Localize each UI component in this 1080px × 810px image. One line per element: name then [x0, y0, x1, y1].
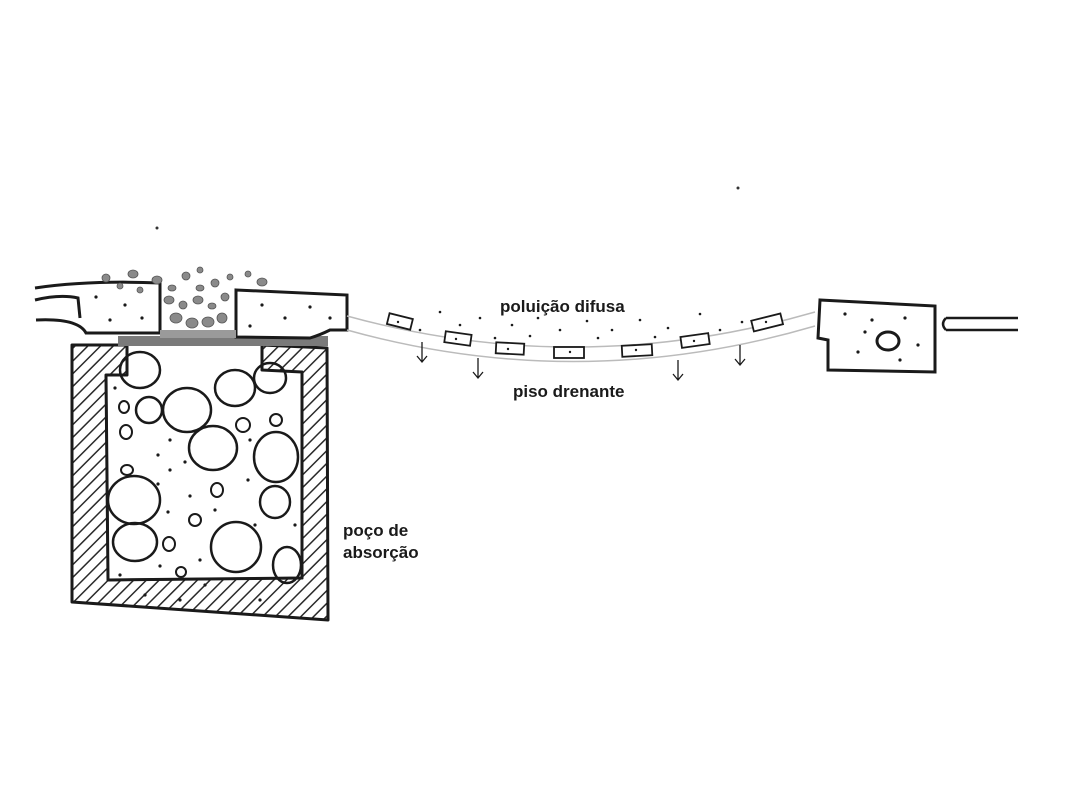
small-stones: [118, 400, 283, 578]
gravel-inlet: [101, 266, 268, 329]
label-absorption-well-line1: poço de: [343, 521, 409, 540]
right-slab-texture: [843, 312, 920, 362]
infiltration-arrows: [416, 342, 746, 382]
stray-mark: [155, 226, 159, 230]
pollution-particles: [418, 310, 744, 340]
curb-right-slab: [816, 298, 937, 374]
label-diffuse-pollution: poluição difusa: [500, 297, 625, 316]
paving-bottom-line: [346, 325, 816, 363]
stray-mark: [736, 186, 740, 190]
curb-right-hole: [875, 330, 901, 352]
absorption-well: [70, 336, 330, 622]
well-grate: [118, 336, 328, 346]
label-absorption-well: poço de absorção: [343, 520, 419, 564]
permeable-paving: [346, 310, 816, 382]
large-stones: [106, 350, 303, 585]
right-curb: [816, 298, 1018, 374]
inflow-arrow: [941, 316, 1018, 332]
slab-texture: [94, 295, 332, 328]
curb-slab: [234, 288, 349, 340]
label-draining-floor: piso drenante: [513, 382, 625, 401]
label-absorption-well-line2: absorção: [343, 543, 419, 562]
well-cavity: [104, 372, 304, 582]
left-curb: [34, 266, 349, 340]
fine-aggregate: [113, 386, 297, 602]
paving-blocks: [385, 312, 785, 359]
paving-dots: [396, 320, 768, 354]
curb-left-line: [34, 294, 82, 319]
gravel-bed: [160, 330, 236, 338]
